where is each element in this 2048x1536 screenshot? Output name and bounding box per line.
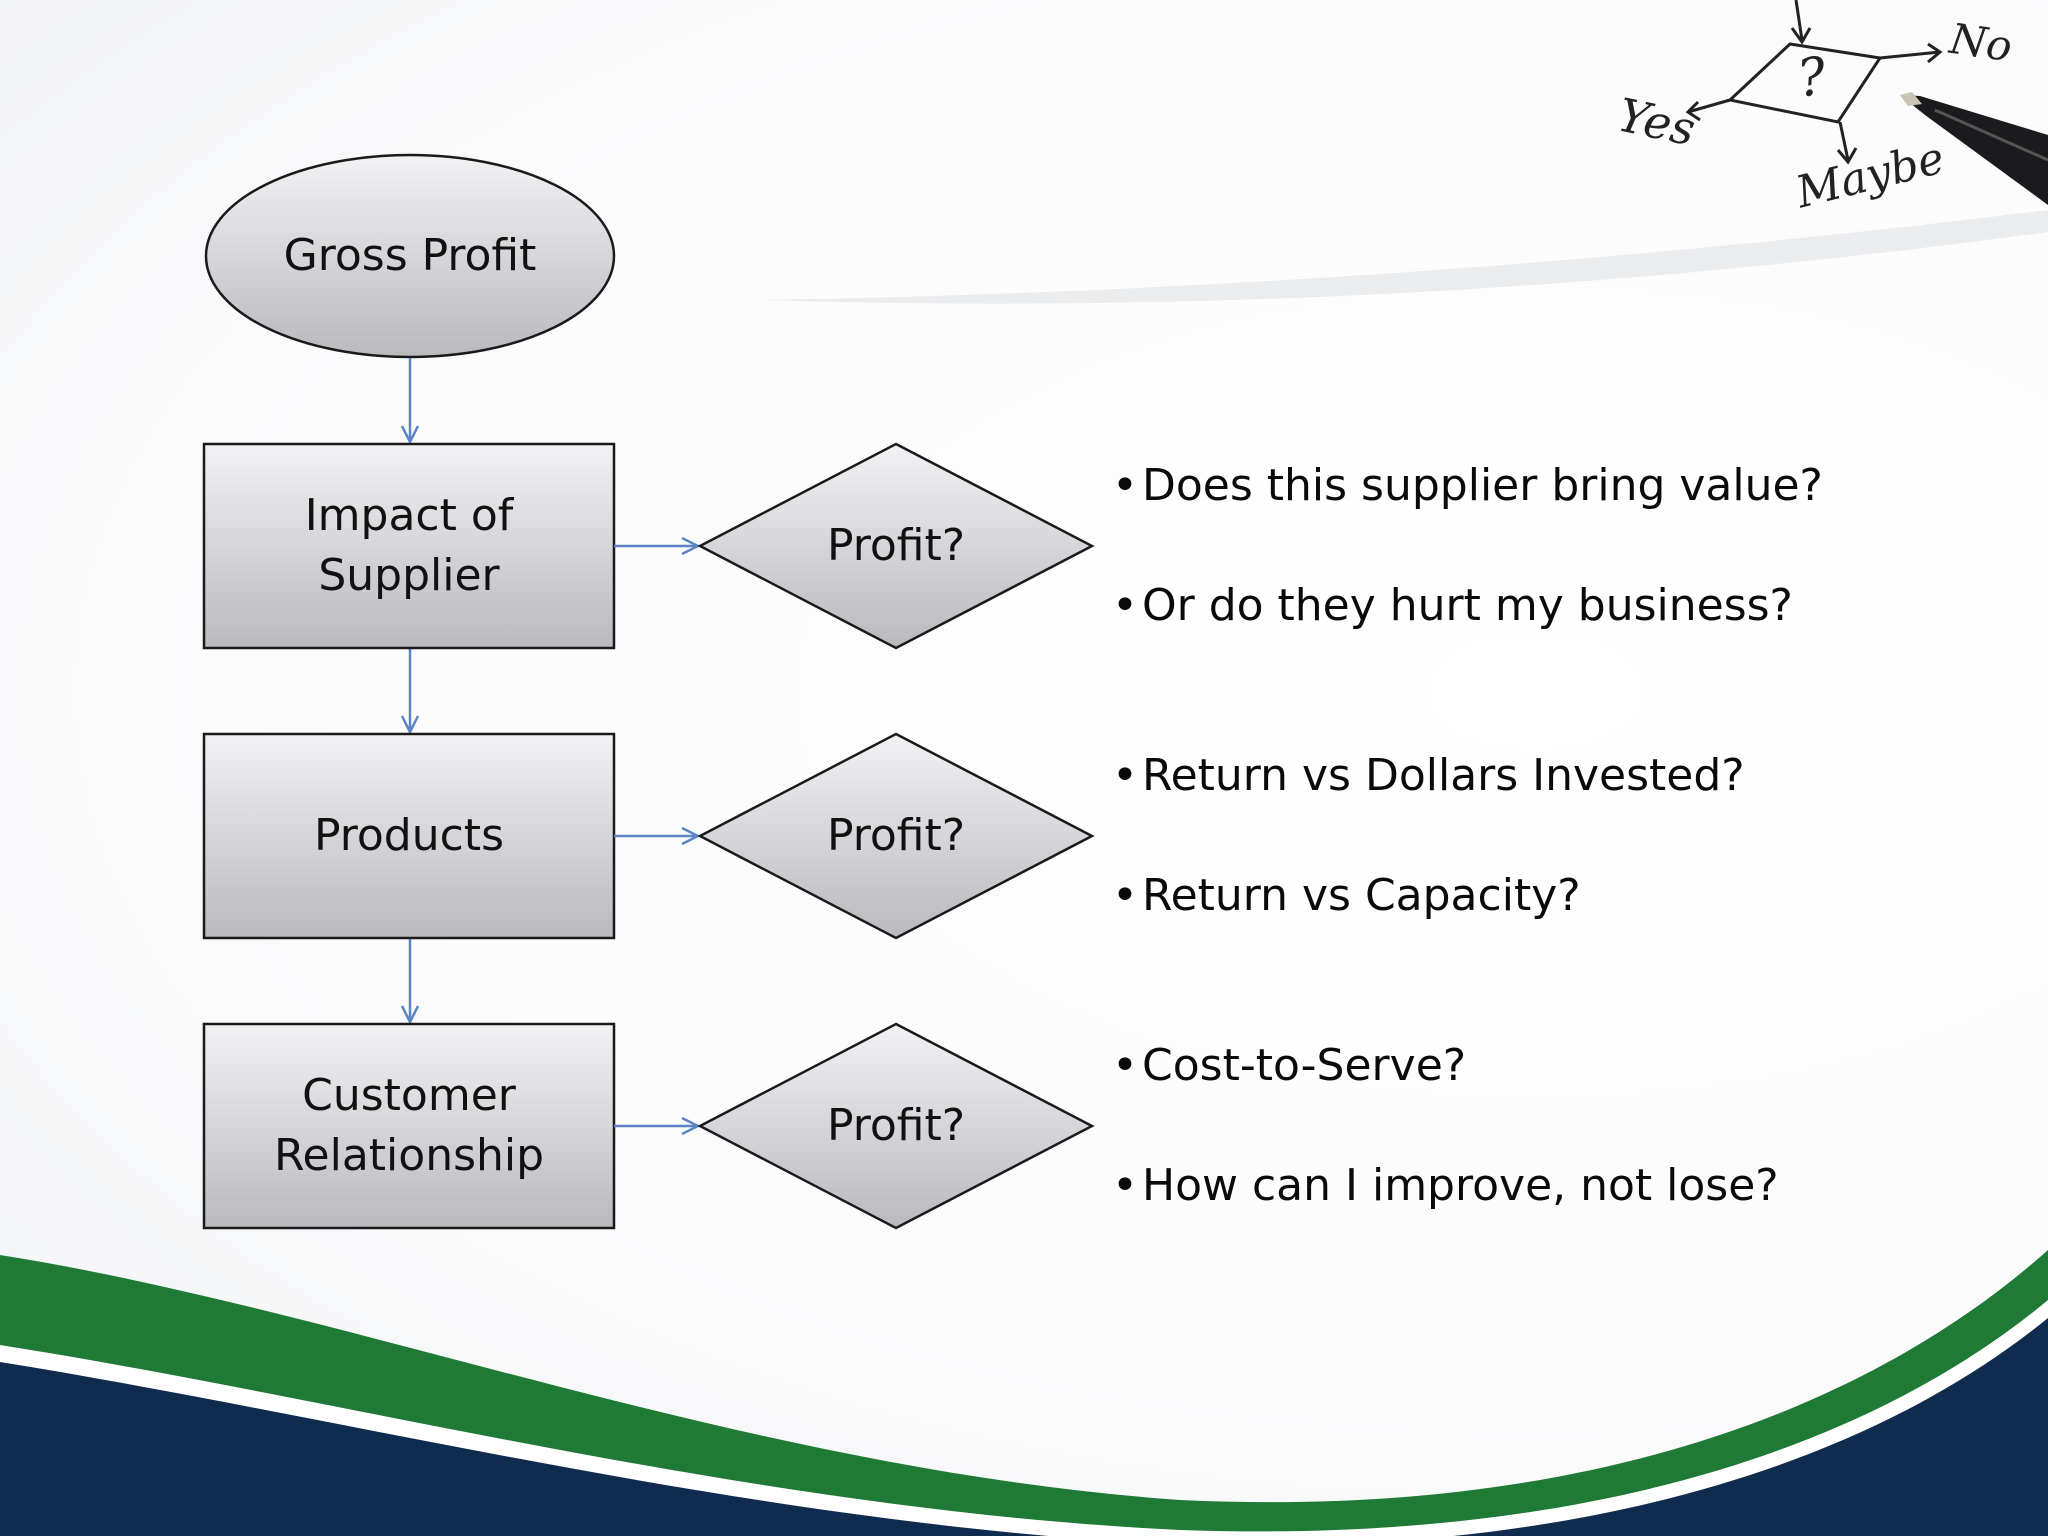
bullet-icon: • <box>1112 870 1138 921</box>
process-box-products <box>202 732 616 940</box>
bullet-icon: • <box>1112 460 1138 511</box>
start-label: Gross Profit <box>283 230 537 281</box>
bullet-icon: • <box>1112 750 1138 801</box>
decision-diamond-customer <box>697 1022 1095 1230</box>
pen-icon <box>1900 92 2048 205</box>
question-bullet: •Return vs Capacity? <box>1112 868 1581 924</box>
bullet-icon: • <box>1112 1040 1138 1091</box>
navy-wave <box>0 1318 2048 1536</box>
decision-diamond-supplier <box>697 442 1095 650</box>
sketch-diamond <box>1726 42 1883 124</box>
question-bullet: •Return vs Dollars Invested? <box>1112 748 1745 804</box>
sketch-flowchart <box>1685 0 1943 165</box>
bullet-icon: • <box>1112 580 1138 631</box>
top-swoosh <box>760 210 2048 304</box>
question-bullet: •Or do they hurt my business? <box>1112 578 1793 634</box>
question-bullet: •Cost-to-Serve? <box>1112 1038 1466 1094</box>
decision-label-supplier: Profit? <box>826 520 966 571</box>
question-text: Return vs Capacity? <box>1142 870 1581 921</box>
process-box-customer <box>202 1022 616 1230</box>
decision-label-customer: Profit? <box>826 1100 966 1151</box>
question-text: Return vs Dollars Invested? <box>1142 750 1745 801</box>
decision-diamond-products <box>697 732 1095 940</box>
process-label-products: Products <box>314 810 504 861</box>
question-text: Or do they hurt my business? <box>1142 580 1793 631</box>
question-text: Does this supplier bring value? <box>1142 460 1823 511</box>
bullet-icon: • <box>1112 1160 1138 1211</box>
question-bullet: •How can I improve, not lose? <box>1112 1158 1779 1214</box>
process-label-supplier: Impact of Supplier <box>304 490 514 601</box>
question-text: Cost-to-Serve? <box>1142 1040 1467 1091</box>
process-box-supplier <box>202 442 616 650</box>
question-text: How can I improve, not lose? <box>1142 1160 1779 1211</box>
decision-label-products: Profit? <box>826 810 966 861</box>
question-bullet: •Does this supplier bring value? <box>1112 458 1823 514</box>
process-label-customer: Customer Relationship <box>273 1070 545 1181</box>
start-ellipse <box>204 153 616 359</box>
